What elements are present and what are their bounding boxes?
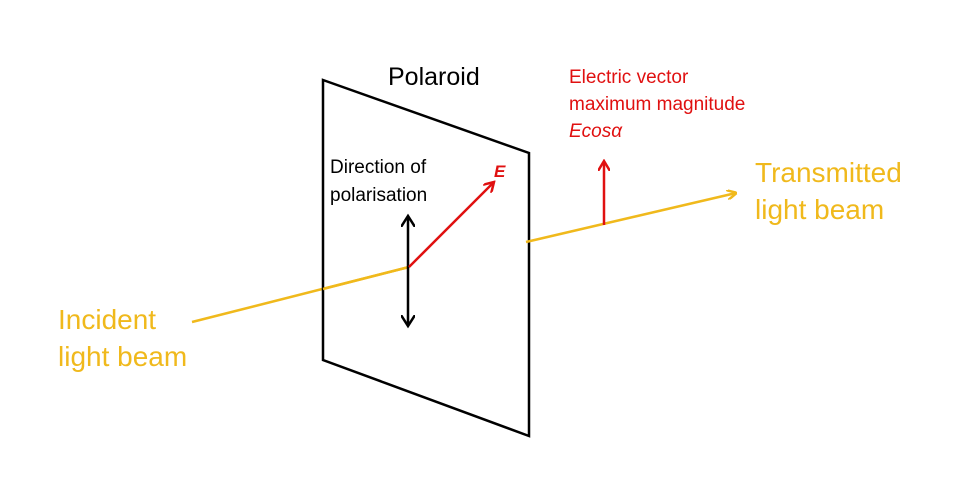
electric-vector-label-line-1: Electric vector: [569, 67, 689, 88]
electric-vector-label-line-2: maximum magnitude: [569, 94, 746, 115]
incident-label-line-2: light beam: [58, 341, 188, 372]
transmitted-beam-label: Transmitted light beam: [755, 154, 902, 228]
electric-vector-label: Electric vector maximum magnitude Ecosα: [569, 64, 745, 145]
electric-vector-symbol: E: [494, 162, 506, 181]
incident-beam-inner: [322, 265, 410, 291]
transmitted-label-line-2: light beam: [755, 194, 885, 225]
transmitted-beam-line: [525, 193, 736, 244]
polaroid-title: Polaroid: [388, 63, 480, 91]
transmitted-label-line-1: Transmitted: [755, 157, 902, 188]
polarisation-direction-label: Direction of polarisation: [330, 154, 427, 210]
incident-label-line-1: Incident: [58, 304, 157, 335]
electric-vector-arrow: [408, 182, 494, 268]
incident-beam-label: Incident light beam: [58, 301, 187, 375]
polarisation-label-line-1: Direction of: [330, 157, 427, 178]
polaroid-sheet: [321, 78, 531, 438]
electric-vector-label-line-3: Ecosα: [569, 121, 623, 142]
polarisation-label-line-2: polarisation: [330, 185, 428, 206]
